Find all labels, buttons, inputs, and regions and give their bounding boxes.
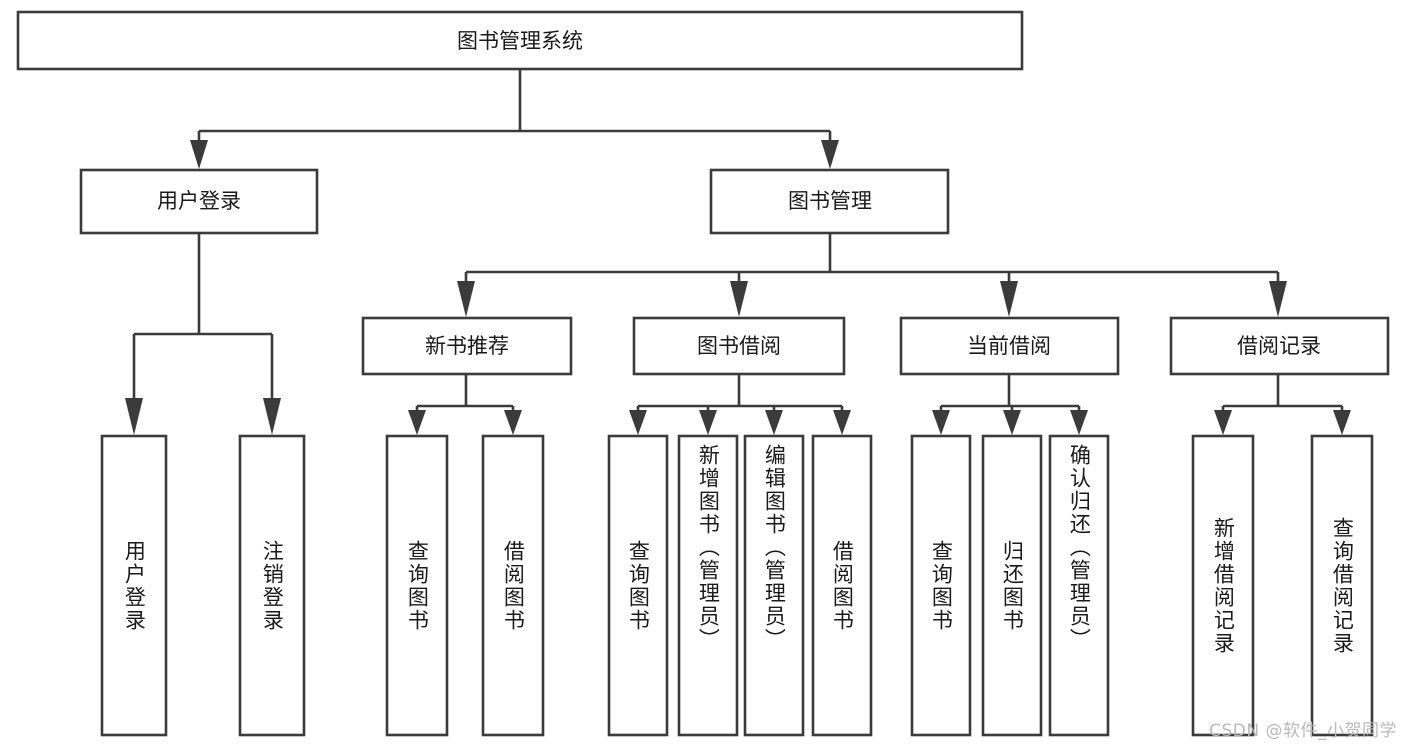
arrow-leaf-edit-book [765, 410, 783, 435]
node-book-borrow-box[interactable] [632, 316, 846, 376]
arrow-leaf-add-book [699, 410, 717, 435]
edge-group-current-borrow-to-leaves [932, 374, 1088, 435]
csdn-watermark: CSDN @软件_小贺同学 [1209, 721, 1397, 741]
node-leaf-return-book-box[interactable] [981, 434, 1043, 737]
node-leaf-borrow-book-2-box[interactable] [811, 434, 873, 737]
arrow-leaf-add-record [1214, 410, 1232, 435]
node-user-login-label: 用户登录 [157, 189, 241, 213]
arrow-root-to-user-login [190, 140, 208, 169]
node-leaf-edit-book-box[interactable] [743, 434, 805, 737]
node-book-manage[interactable]: 图书管理 [709, 168, 950, 235]
node-borrow-record-label: 借阅记录 [1237, 334, 1321, 358]
edge-group-user-login-to-leaves [125, 233, 281, 435]
arrow-root-to-book-manage [821, 140, 839, 169]
edge-group-root-to-l1 [190, 69, 839, 169]
node-user-login-box[interactable] [79, 168, 319, 235]
node-book-borrow[interactable]: 图书借阅 [632, 316, 846, 376]
node-leaf-user-logout-box[interactable] [238, 434, 306, 737]
node-borrow-record[interactable]: 借阅记录 [1169, 316, 1390, 376]
node-leaf-query-record-box[interactable] [1310, 434, 1374, 737]
arrow-leaf-query-record [1333, 410, 1351, 435]
arrow-to-borrow-record [1269, 281, 1287, 317]
node-book-manage-label: 图书管理 [788, 189, 872, 213]
node-leaf-query-book-3-box[interactable] [910, 434, 972, 737]
arrow-leaf-borrow-book-1 [504, 410, 522, 435]
node-root-box[interactable] [16, 10, 1024, 71]
node-current-borrow-box[interactable] [899, 316, 1120, 376]
edge-group-borrow-record-to-leaves [1214, 374, 1351, 435]
node-leaf-user-login-box[interactable] [100, 434, 168, 737]
node-leaf-query-book-1-box[interactable] [385, 434, 449, 737]
node-leaf-add-record-box[interactable] [1191, 434, 1255, 737]
node-leaf-query-book-2-box[interactable] [607, 434, 669, 737]
node-new-book-rec[interactable]: 新书推荐 [361, 316, 573, 376]
edge-group-new-book-rec-to-leaves [408, 374, 522, 435]
arrow-leaf-user-login [125, 398, 143, 435]
node-root-label: 图书管理系统 [457, 29, 583, 53]
arrow-to-new-book-rec [457, 281, 475, 317]
node-root[interactable]: 图书管理系统 [16, 10, 1024, 71]
arrow-leaf-borrow-book-2 [833, 410, 851, 435]
node-user-login[interactable]: 用户登录 [79, 168, 319, 235]
node-leaf-confirm-return-box[interactable] [1048, 434, 1110, 737]
arrow-leaf-return-book [1003, 410, 1021, 435]
arrow-to-current-borrow [1000, 281, 1018, 317]
node-borrow-record-box[interactable] [1169, 316, 1390, 376]
arrow-to-book-borrow [730, 281, 748, 317]
node-new-book-rec-label: 新书推荐 [425, 334, 509, 358]
node-new-book-rec-box[interactable] [361, 316, 573, 376]
arrow-leaf-confirm-return [1070, 410, 1088, 435]
node-leaf-borrow-book-1-box[interactable] [481, 434, 545, 737]
arrow-leaf-user-logout [263, 398, 281, 435]
node-book-borrow-label: 图书借阅 [697, 334, 781, 358]
edge-group-book-borrow-to-leaves [629, 374, 851, 435]
node-leaf-add-book-box[interactable] [677, 434, 739, 737]
arrow-leaf-query-book-3 [932, 410, 950, 435]
edge-group-book-manage-to-l2 [457, 233, 1287, 317]
node-current-borrow-label: 当前借阅 [967, 334, 1051, 358]
node-book-manage-box[interactable] [709, 168, 950, 235]
arrow-leaf-query-book-2 [629, 410, 647, 435]
node-current-borrow[interactable]: 当前借阅 [899, 316, 1120, 376]
arrow-leaf-query-book-1 [408, 410, 426, 435]
